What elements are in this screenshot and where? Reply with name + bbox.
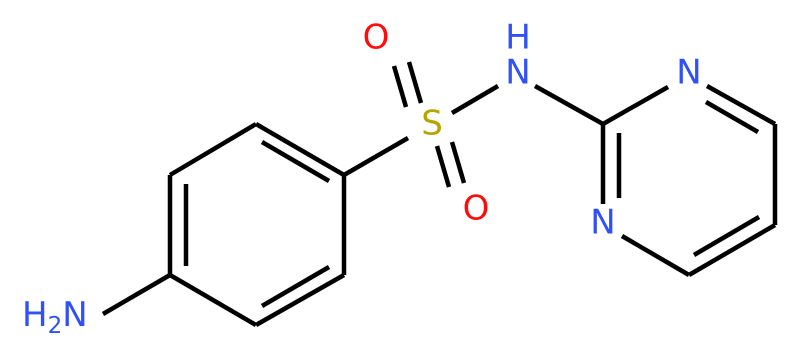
bond-ring-bottom-right (254, 273, 346, 327)
atom-labels: S O O N H N N H2N (22, 18, 702, 340)
bond-ring-top-inner (260, 140, 331, 183)
bond-nh-to-pyrimidine (533, 84, 605, 126)
bond-pyr-c4-n3 (620, 234, 691, 277)
amide-hydrogen-label: H (505, 18, 531, 58)
bond-ring-to-sulfur (342, 136, 410, 177)
bond-pyr-c5-c4 (687, 223, 777, 277)
bond-pyr-c5-c4-inner (692, 215, 761, 257)
bond-ring-bottom-left (168, 273, 258, 327)
bond-s-o-bottom-a (434, 145, 452, 188)
amide-nitrogen-label: N (505, 53, 530, 93)
bond-pyr-n1-c6 (705, 84, 777, 126)
amine-hydrogen-label: H (22, 295, 48, 335)
bond-pyr-c2-n1 (601, 85, 670, 126)
bond-ring-to-amine (101, 273, 172, 316)
bond-s-o-bottom-b (449, 141, 467, 184)
bond-sulfur-to-nh (450, 84, 500, 115)
oxygen-top-label: O (363, 18, 390, 58)
ring-nitrogen-bottom-label: N (590, 203, 615, 243)
bond-s-o-top-a (391, 65, 409, 108)
bonds (101, 61, 778, 327)
sulfur-label: S (421, 104, 443, 144)
bond-pyr-n1-c6-inner (704, 100, 760, 134)
oxygen-bottom-label: O (463, 189, 490, 229)
amine-group-label: H2N (22, 295, 88, 339)
bond-s-o-top-b (406, 61, 424, 104)
ring-nitrogen-top-label: N (676, 53, 701, 93)
amine-nitrogen-label: N (62, 295, 87, 335)
amine-hydrogen-count: 2 (48, 313, 63, 339)
bond-ring-top (254, 122, 346, 177)
bond-ring-bottom-right-inner (260, 265, 331, 308)
bond-ring-top-left (168, 122, 258, 177)
